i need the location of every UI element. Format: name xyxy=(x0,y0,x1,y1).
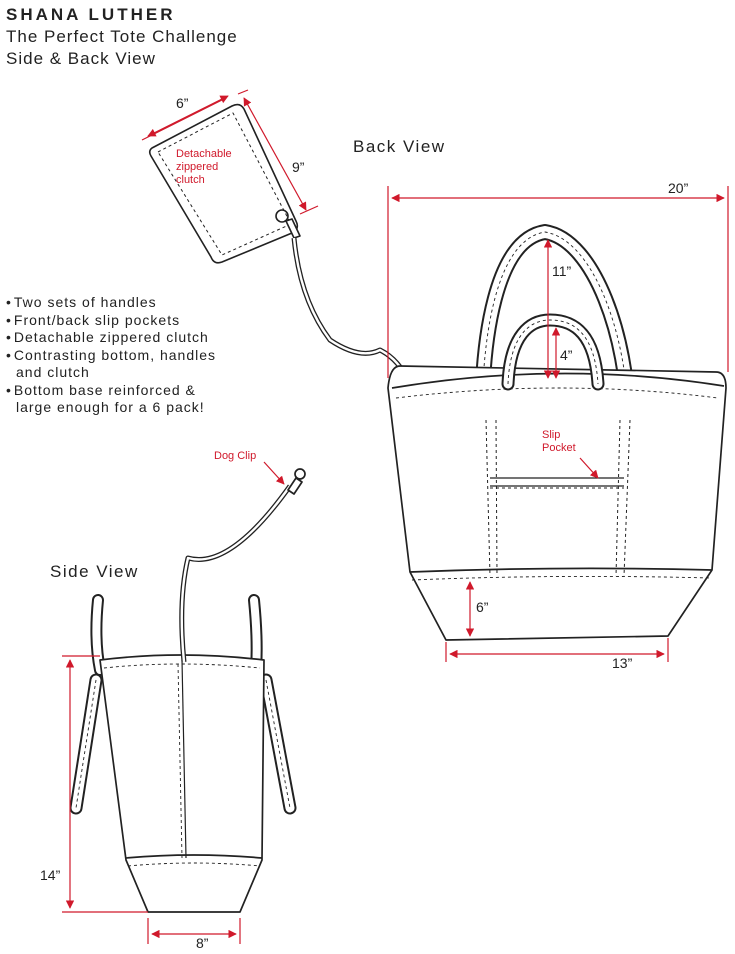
dimension-lines xyxy=(62,89,729,944)
dim-short-handle: 4” xyxy=(560,347,573,363)
clutch-clip xyxy=(285,218,301,239)
feature-list: Two sets of handles Front/back slip pock… xyxy=(6,294,216,417)
feature-item: Front/back slip pockets xyxy=(6,312,216,330)
strap xyxy=(291,237,413,386)
slip-callout-2: Pocket xyxy=(542,442,576,454)
side-strap xyxy=(179,484,293,663)
side-view-tote xyxy=(69,468,306,913)
dim-clutch-width: 6” xyxy=(176,95,189,111)
dim-base-height: 6” xyxy=(476,599,489,615)
strap-inner xyxy=(292,237,412,386)
dog-clip xyxy=(287,477,303,495)
title-block: SHANA LUTHER The Perfect Tote Challenge … xyxy=(6,4,238,70)
feature-item: Contrasting bottom, handles and clutch xyxy=(6,347,216,382)
designer-name: SHANA LUTHER xyxy=(6,5,176,24)
slip-callout-1: Slip xyxy=(542,429,560,441)
tote-body xyxy=(387,365,727,641)
feature-item: Detachable zippered clutch xyxy=(6,329,216,347)
dim-long-handle: 11” xyxy=(552,263,572,279)
feature-item: Two sets of handles xyxy=(6,294,216,312)
sheet-title: Side & Back View xyxy=(6,49,156,68)
dim-side-height: 14” xyxy=(40,867,61,883)
feature-item: Bottom base reinforced & large enough fo… xyxy=(6,382,216,417)
side-seam xyxy=(181,659,187,859)
clutch-callout-2: zippered xyxy=(176,161,218,173)
contrast-bottom xyxy=(409,567,713,573)
side-contrast-bottom xyxy=(125,854,263,859)
dim-side-depth: 8” xyxy=(196,935,209,951)
side-view-label: Side View xyxy=(50,562,139,581)
dim-top-width: 20” xyxy=(668,180,689,196)
dim-clutch-height: 9” xyxy=(292,159,305,175)
dog-clip-callout: Dog Clip xyxy=(214,450,256,462)
side-body xyxy=(99,654,265,913)
project-title: The Perfect Tote Challenge xyxy=(6,27,238,46)
dimension-labels: 6” 9” Detachable zippered clutch 20” 11”… xyxy=(40,95,689,951)
clutch-callout-3: clutch xyxy=(176,174,205,186)
clutch-body xyxy=(148,103,299,264)
slip-pocket xyxy=(490,477,624,487)
clutch-callout-1: Detachable xyxy=(176,148,232,160)
clutch-drawing xyxy=(148,103,413,386)
dim-base-width: 13” xyxy=(612,655,633,671)
back-view-label: Back View xyxy=(353,137,446,156)
